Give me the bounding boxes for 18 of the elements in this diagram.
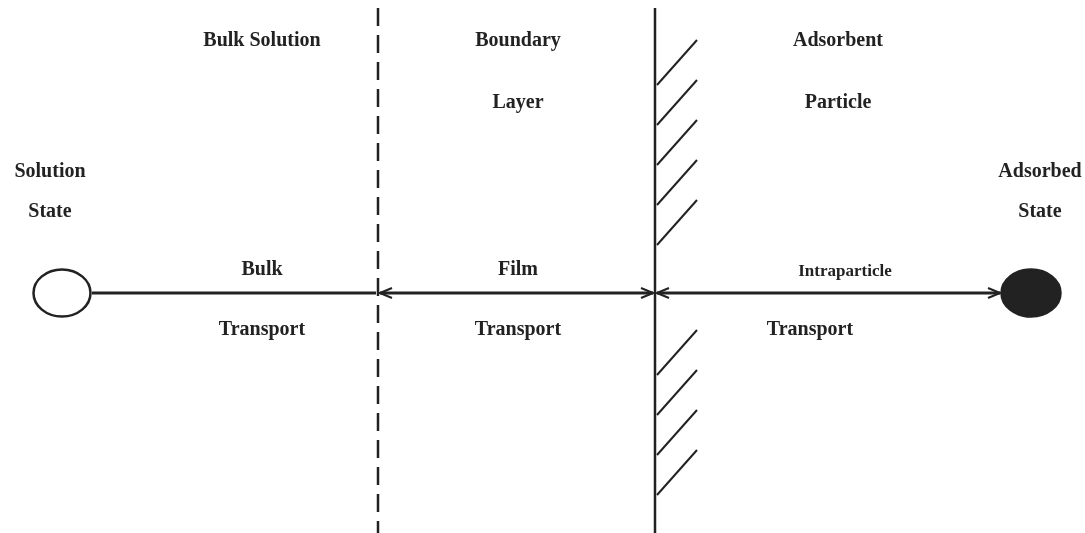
particle-surface-line — [653, 8, 657, 533]
region-label: Bulk Solution — [202, 27, 322, 52]
state-circle — [32, 268, 92, 318]
state-circle — [1000, 268, 1062, 318]
state-label: Adsorbed State — [997, 158, 1083, 223]
double-arrow — [379, 287, 654, 299]
double-arrow — [656, 287, 1001, 299]
boundary-line — [376, 8, 380, 533]
region-label: Adsorbent Particle — [792, 27, 884, 114]
connector-line — [92, 291, 376, 295]
transport-label: Transport — [217, 316, 307, 342]
transport-label: Film — [497, 256, 539, 281]
region-label: Boundary Layer — [474, 27, 562, 115]
transport-label: Bulk — [240, 256, 284, 281]
transport-label: Transport — [473, 316, 563, 342]
transport-label: Transport — [765, 316, 855, 342]
state-label: Solution State — [13, 158, 87, 223]
transport-label: Intraparticle — [797, 260, 893, 282]
